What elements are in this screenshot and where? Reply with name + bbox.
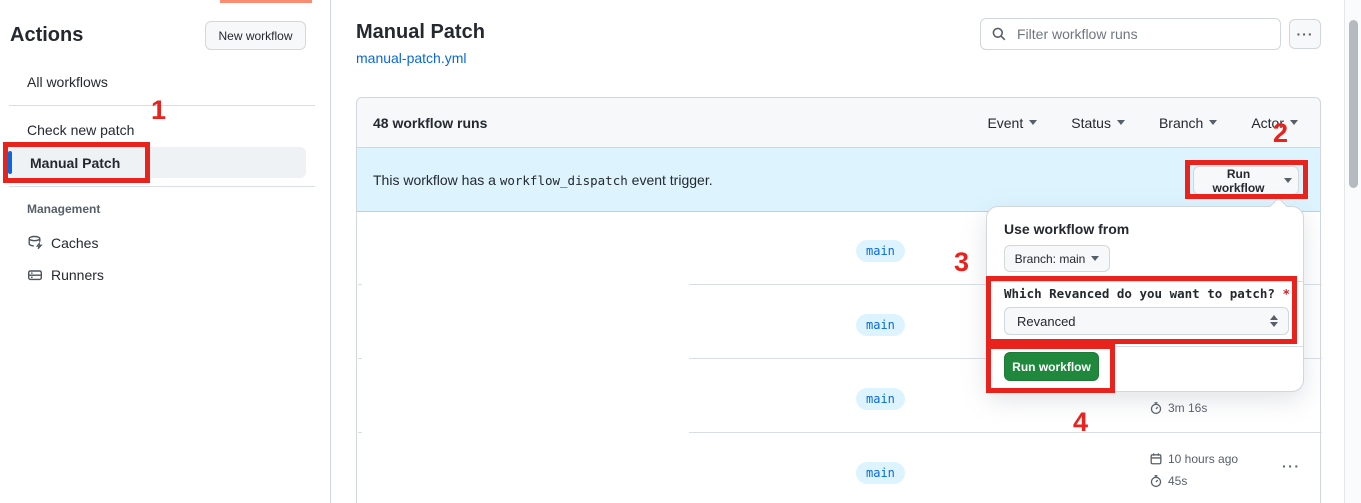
sidebar-divider-vertical (330, 0, 331, 503)
workflow-dispatch-banner: This workflow has a workflow_dispatch ev… (356, 148, 1321, 212)
row-divider-stub (358, 432, 362, 433)
workflow-input-label: Which Revanced do you want to patch? * (1004, 286, 1290, 301)
search-icon (991, 26, 1007, 42)
input-label-text: Which Revanced do you want to patch? (1004, 286, 1275, 301)
chevron-down-icon (1029, 120, 1038, 125)
run-duration: 3m 16s (1149, 401, 1207, 415)
sidebar-divider (9, 105, 315, 106)
row-divider-stub (358, 284, 362, 285)
run-workflow-label: Run workflow (1212, 166, 1265, 195)
top-accent-bar (220, 0, 312, 3)
run-duration: 45s (1149, 474, 1187, 488)
kebab-icon: ··· (1282, 458, 1301, 474)
chevron-down-icon (1209, 120, 1218, 125)
sidebar-item-label: Runners (51, 267, 104, 283)
run-workflow-popover: Use workflow from Branch: main Which Rev… (986, 197, 1304, 392)
selected-accent-bar (8, 151, 12, 174)
sidebar-item-all-workflows[interactable]: All workflows (27, 74, 108, 90)
stopwatch-icon (1149, 401, 1163, 415)
popover-divider (987, 281, 1303, 282)
filter-workflow-runs-box (980, 18, 1281, 50)
banner-text-before: This workflow has a (373, 172, 496, 188)
chevron-down-icon (1116, 120, 1125, 125)
filter-label: Event (987, 114, 1024, 131)
branch-badge[interactable]: main (856, 240, 905, 262)
banner-text: This workflow has a workflow_dispatch ev… (373, 172, 713, 188)
annotation-number-1: 1 (151, 95, 167, 125)
select-value: Revanced (1017, 313, 1076, 329)
actor-filter-dropdown[interactable]: Actor (1251, 115, 1298, 131)
scrollbar-thumb[interactable] (1349, 20, 1358, 188)
filter-label: Status (1071, 114, 1111, 131)
sidebar-item-label: Caches (51, 235, 99, 251)
workflow-options-kebab-button[interactable]: ··· (1289, 19, 1321, 49)
branch-select-label: Branch: main (1014, 251, 1086, 266)
scrollbar-track[interactable] (1344, 0, 1361, 503)
runners-icon (27, 267, 43, 283)
status-filter-dropdown[interactable]: Status (1071, 115, 1125, 131)
branch-badge[interactable]: main (856, 462, 905, 484)
timestamp-label: 10 hours ago (1168, 452, 1239, 466)
kebab-icon: ··· (1296, 26, 1314, 42)
branch-filter-dropdown[interactable]: Branch (1158, 114, 1218, 131)
management-section-label: Management (27, 202, 101, 216)
workflow-file-link[interactable]: manual-patch.yml (356, 50, 467, 66)
runs-count-label: 48 workflow runs (373, 114, 488, 131)
branch-badge[interactable]: main (856, 314, 905, 336)
sidebar-divider (9, 186, 315, 187)
row-divider (689, 432, 1322, 433)
duration-label: 45s (1168, 474, 1188, 488)
filter-label: Actor (1251, 114, 1284, 131)
runs-filters: Event Status Branch Actor (987, 115, 1298, 131)
banner-text-after: event trigger. (631, 172, 713, 188)
event-filter-dropdown[interactable]: Event (987, 114, 1038, 131)
run-workflow-submit-button[interactable]: Run workflow (1004, 352, 1099, 381)
chevron-down-icon (1290, 120, 1298, 125)
workflow-runs-header: 48 workflow runs Event Status Branch Act… (356, 97, 1321, 148)
calendar-icon (1149, 452, 1163, 466)
run-workflow-dropdown-button[interactable]: Run workflow (1193, 166, 1299, 195)
revanced-select[interactable]: Revanced (1004, 307, 1289, 335)
branch-select-button[interactable]: Branch: main (1004, 245, 1110, 272)
run-row-kebab-button[interactable]: ··· (1282, 458, 1301, 474)
sidebar-item-runners[interactable]: Runners (27, 267, 104, 283)
chevron-down-icon (1284, 178, 1292, 183)
sidebar-item-check-new-patch[interactable]: Check new patch (27, 122, 135, 138)
filter-workflow-runs-input[interactable] (1015, 25, 1270, 43)
filter-label: Branch (1158, 114, 1204, 131)
banner-code: workflow_dispatch (499, 173, 628, 188)
stopwatch-icon (1149, 474, 1163, 488)
popover-title: Use workflow from (1004, 221, 1130, 237)
row-divider-stub (358, 358, 362, 359)
new-workflow-button[interactable]: New workflow (205, 21, 306, 50)
cache-icon (27, 235, 43, 251)
branch-badge[interactable]: main (856, 388, 905, 410)
required-marker: * (1282, 286, 1290, 301)
popover-divider (987, 346, 1303, 347)
sidebar-item-manual-patch[interactable]: Manual Patch (8, 147, 306, 178)
sidebar-item-label: Manual Patch (30, 154, 121, 171)
sidebar-item-caches[interactable]: Caches (27, 235, 98, 251)
updown-icon (1270, 315, 1278, 327)
chevron-down-icon (1091, 256, 1100, 261)
sidebar-title: Actions (10, 24, 84, 46)
page-title: Manual Patch (356, 21, 485, 43)
duration-label: 3m 16s (1168, 401, 1208, 415)
run-timestamp: 10 hours ago (1149, 452, 1238, 466)
